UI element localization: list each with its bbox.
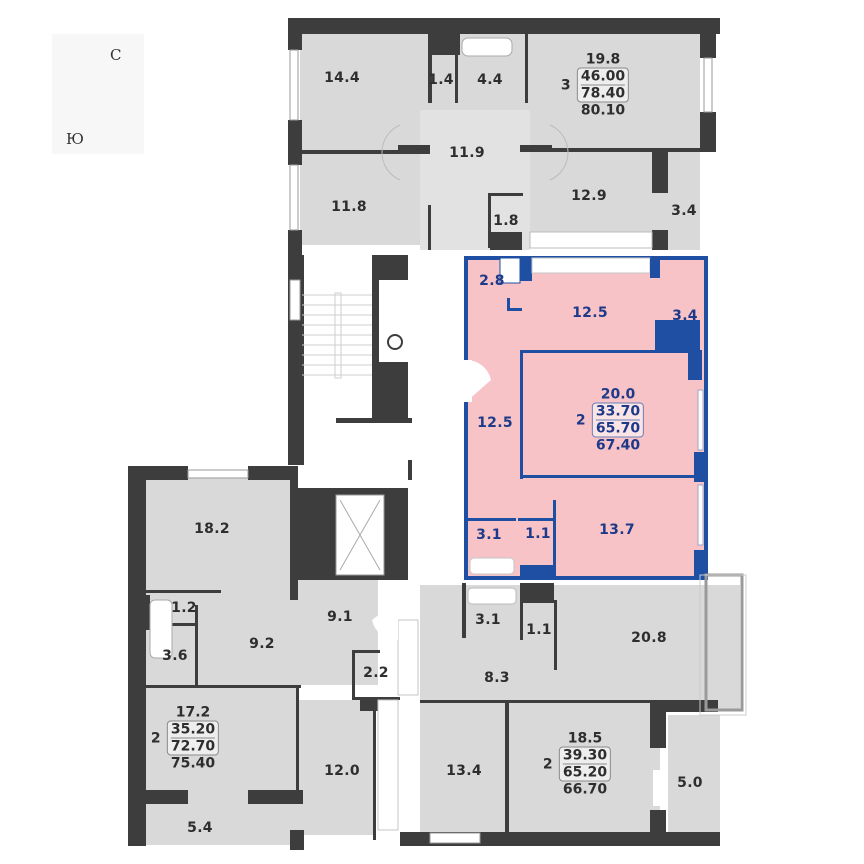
compass-north-label: С	[110, 46, 122, 64]
apartment-left[interactable]	[128, 466, 419, 850]
living-area: 35.20	[170, 721, 216, 738]
main-room-area: 20.0	[600, 386, 636, 403]
room-area-label: 11.8	[331, 199, 367, 215]
room-area-label: 12.9	[571, 188, 607, 204]
living-area: 39.30	[562, 747, 608, 764]
room-area-label: 3.1	[476, 527, 502, 543]
total-with-balcony: 66.70	[562, 781, 608, 798]
apartment-info-left: 17.2 35.20 72.70 75.40 2	[151, 704, 220, 772]
room-area-label: 3.4	[671, 203, 697, 219]
room-area-label: 13.4	[446, 763, 482, 779]
room-area-label: 3.6	[162, 648, 188, 664]
room-area-label: 18.2	[194, 521, 230, 537]
room-area-label: 3.4	[672, 308, 698, 324]
room-area-label: 8.3	[484, 670, 510, 686]
total-with-balcony: 80.10	[580, 102, 626, 119]
room-area-label: 4.4	[477, 72, 503, 88]
apartment-info-bottom-right: 18.5 39.30 65.20 66.70 2	[543, 730, 612, 798]
room-area-label: 1.4	[428, 72, 454, 88]
room-area-label: 14.4	[324, 70, 360, 86]
total-area: 65.70	[595, 419, 641, 437]
area-box: 46.00 78.40	[576, 67, 630, 103]
room-area-label: 12.0	[324, 763, 360, 779]
room-area-label: 1.8	[493, 213, 519, 229]
main-room-area: 19.8	[585, 51, 621, 68]
room-area-label: 9.2	[249, 636, 275, 652]
room-area-label: 20.8	[631, 630, 667, 646]
main-room-area: 18.5	[567, 730, 603, 747]
room-area-label: 1.2	[171, 600, 197, 616]
room-area-label: 12.5	[572, 305, 608, 321]
living-area: 46.00	[580, 68, 626, 85]
total-area: 65.20	[562, 763, 608, 781]
room-area-label: 2.8	[479, 273, 505, 289]
apartment-top[interactable]	[288, 18, 720, 260]
apartment-info-selected[interactable]: 20.0 33.70 65.70 67.40 2	[576, 386, 645, 454]
apartment-info-top: 19.8 46.00 78.40 80.10 3	[561, 51, 630, 119]
rooms-count: 2	[575, 412, 586, 429]
total-with-balcony: 67.40	[595, 437, 641, 454]
total-area: 78.40	[580, 84, 626, 102]
area-box: 35.20 72.70	[166, 720, 220, 756]
rooms-count: 2	[150, 730, 161, 747]
apartment-bottom-right[interactable]	[400, 573, 747, 846]
area-box: 33.70 65.70	[591, 402, 645, 438]
compass-south-label: Ю	[66, 130, 84, 148]
main-room-area: 17.2	[175, 704, 211, 721]
total-with-balcony: 75.40	[170, 755, 216, 772]
rooms-count: 2	[542, 756, 553, 773]
rooms-count: 3	[560, 77, 571, 94]
room-area-label: 5.4	[187, 820, 213, 836]
room-area-label: 9.1	[327, 609, 353, 625]
apartment-selected[interactable]	[462, 256, 708, 580]
room-area-label: 2.2	[363, 665, 389, 681]
area-box: 39.30 65.20	[558, 746, 612, 782]
room-area-label: 12.5	[477, 415, 513, 431]
room-area-label: 11.9	[449, 145, 485, 161]
total-area: 72.70	[170, 737, 216, 755]
room-area-label: 13.7	[599, 522, 635, 538]
room-area-label: 5.0	[677, 775, 703, 791]
room-area-label: 1.1	[526, 622, 552, 638]
room-area-label: 1.1	[525, 526, 551, 542]
stair-core	[288, 255, 462, 580]
room-area-label: 3.1	[475, 612, 501, 628]
compass: С Ю	[52, 34, 144, 154]
living-area: 33.70	[595, 403, 641, 420]
